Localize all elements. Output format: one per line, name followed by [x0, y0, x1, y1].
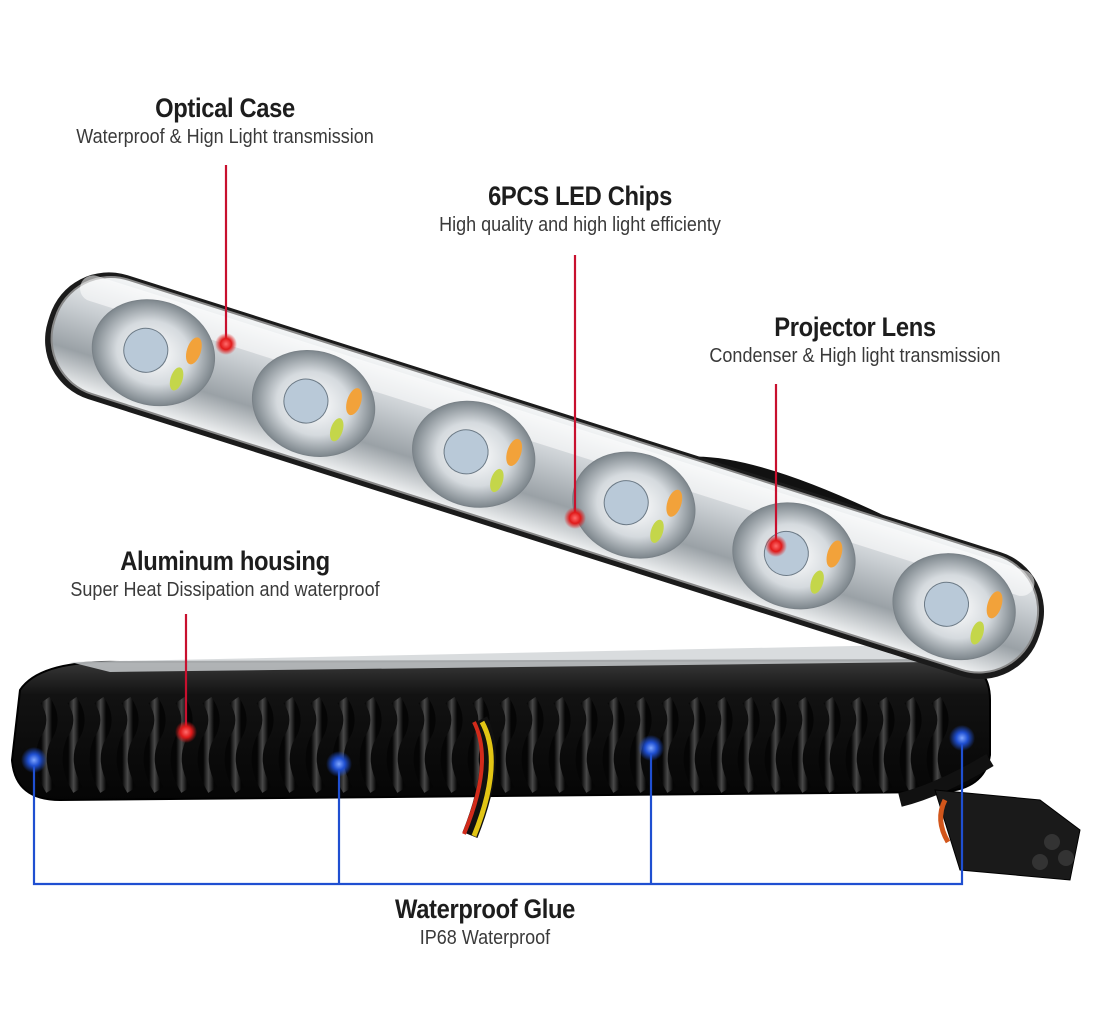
blue-marker-dots: [21, 725, 975, 777]
callout-subtitle: Super Heat Dissipation and waterproof: [70, 579, 380, 601]
heat-sink-fin: [494, 696, 517, 793]
callout-projector-lens: Projector Lens Condenser & High light tr…: [650, 311, 1060, 369]
heat-sink-fin: [89, 696, 112, 793]
heat-sink-fin: [305, 696, 328, 793]
callout-title: Waterproof Glue: [395, 894, 575, 924]
heat-sink-fin: [575, 696, 598, 793]
callout-aluminum-housing: Aluminum housing Super Heat Dissipation …: [20, 545, 430, 603]
callout-title: 6PCS LED Chips: [488, 181, 672, 211]
led-lens: [412, 400, 536, 508]
heat-sink-fin: [413, 696, 436, 793]
heat-sink-fin: [764, 696, 787, 793]
led-lens: [892, 553, 1016, 661]
heat-sink-fin: [116, 696, 139, 793]
heat-sink-fin: [224, 696, 247, 793]
blue-marker-dot-icon: [326, 751, 352, 777]
callout-title: Aluminum housing: [120, 546, 330, 576]
callout-subtitle: High quality and high light efficienty: [439, 214, 721, 236]
red-marker-dot-icon: [765, 535, 787, 557]
heat-sink-fin: [845, 696, 868, 793]
blue-marker-dot-icon: [21, 747, 47, 773]
callout-subtitle: Condenser & High light transmission: [709, 345, 1001, 367]
heat-sink-fin: [521, 696, 544, 793]
heat-sink-fin: [440, 696, 463, 793]
heat-sink-fin: [683, 696, 706, 793]
red-marker-dot-icon: [215, 333, 237, 355]
heat-sink-fin: [467, 696, 490, 793]
heat-sink-fin: [251, 696, 274, 793]
blue-marker-dot-icon: [949, 725, 975, 751]
callout-lines: [32, 165, 964, 886]
heat-sink-fin: [710, 696, 733, 793]
heat-sink-fin: [143, 696, 166, 793]
heat-sink-fin: [737, 696, 760, 793]
callout-led-chips: 6PCS LED Chips High quality and high lig…: [375, 180, 785, 238]
aluminum-housing-unit: [10, 645, 1081, 881]
callout-subtitle: Waterproof & Hign Light transmission: [76, 126, 374, 148]
blue-marker-dot-icon: [638, 735, 664, 761]
red-marker-dot-icon: [175, 721, 197, 743]
heat-sink-fin: [278, 696, 301, 793]
callout-waterproof-glue: Waterproof Glue IP68 Waterproof: [330, 893, 640, 951]
red-marker-dot-icon: [564, 507, 586, 529]
heat-sink-fin: [386, 696, 409, 793]
heat-sink-fin: [818, 696, 841, 793]
heat-sink-fin: [656, 696, 679, 793]
heat-sink-fin: [926, 696, 949, 793]
led-lens-array: [91, 299, 1016, 661]
heat-sink-fin: [35, 696, 58, 793]
callout-subtitle: IP68 Waterproof: [419, 927, 551, 949]
optical-lamp-unit: [45, 272, 1045, 680]
heat-sink-fin: [197, 696, 220, 793]
heat-sink-fin: [359, 696, 382, 793]
heat-sink-fin: [899, 696, 922, 793]
heat-sink-fin: [62, 696, 85, 793]
power-connector-icon: [934, 789, 1081, 881]
heat-sink-fin: [629, 696, 652, 793]
heat-sink-fin: [548, 696, 571, 793]
callout-title: Projector Lens: [774, 312, 936, 342]
led-lens: [251, 349, 376, 457]
heat-sink-fin: [791, 696, 814, 793]
callout-title: Optical Case: [155, 93, 295, 123]
red-marker-dots: [175, 333, 787, 743]
callout-optical-case: Optical Case Waterproof & Hign Light tra…: [20, 92, 430, 150]
led-lens: [91, 299, 216, 407]
heat-sink-fin: [872, 696, 895, 793]
heat-sink-fin: [602, 696, 625, 793]
